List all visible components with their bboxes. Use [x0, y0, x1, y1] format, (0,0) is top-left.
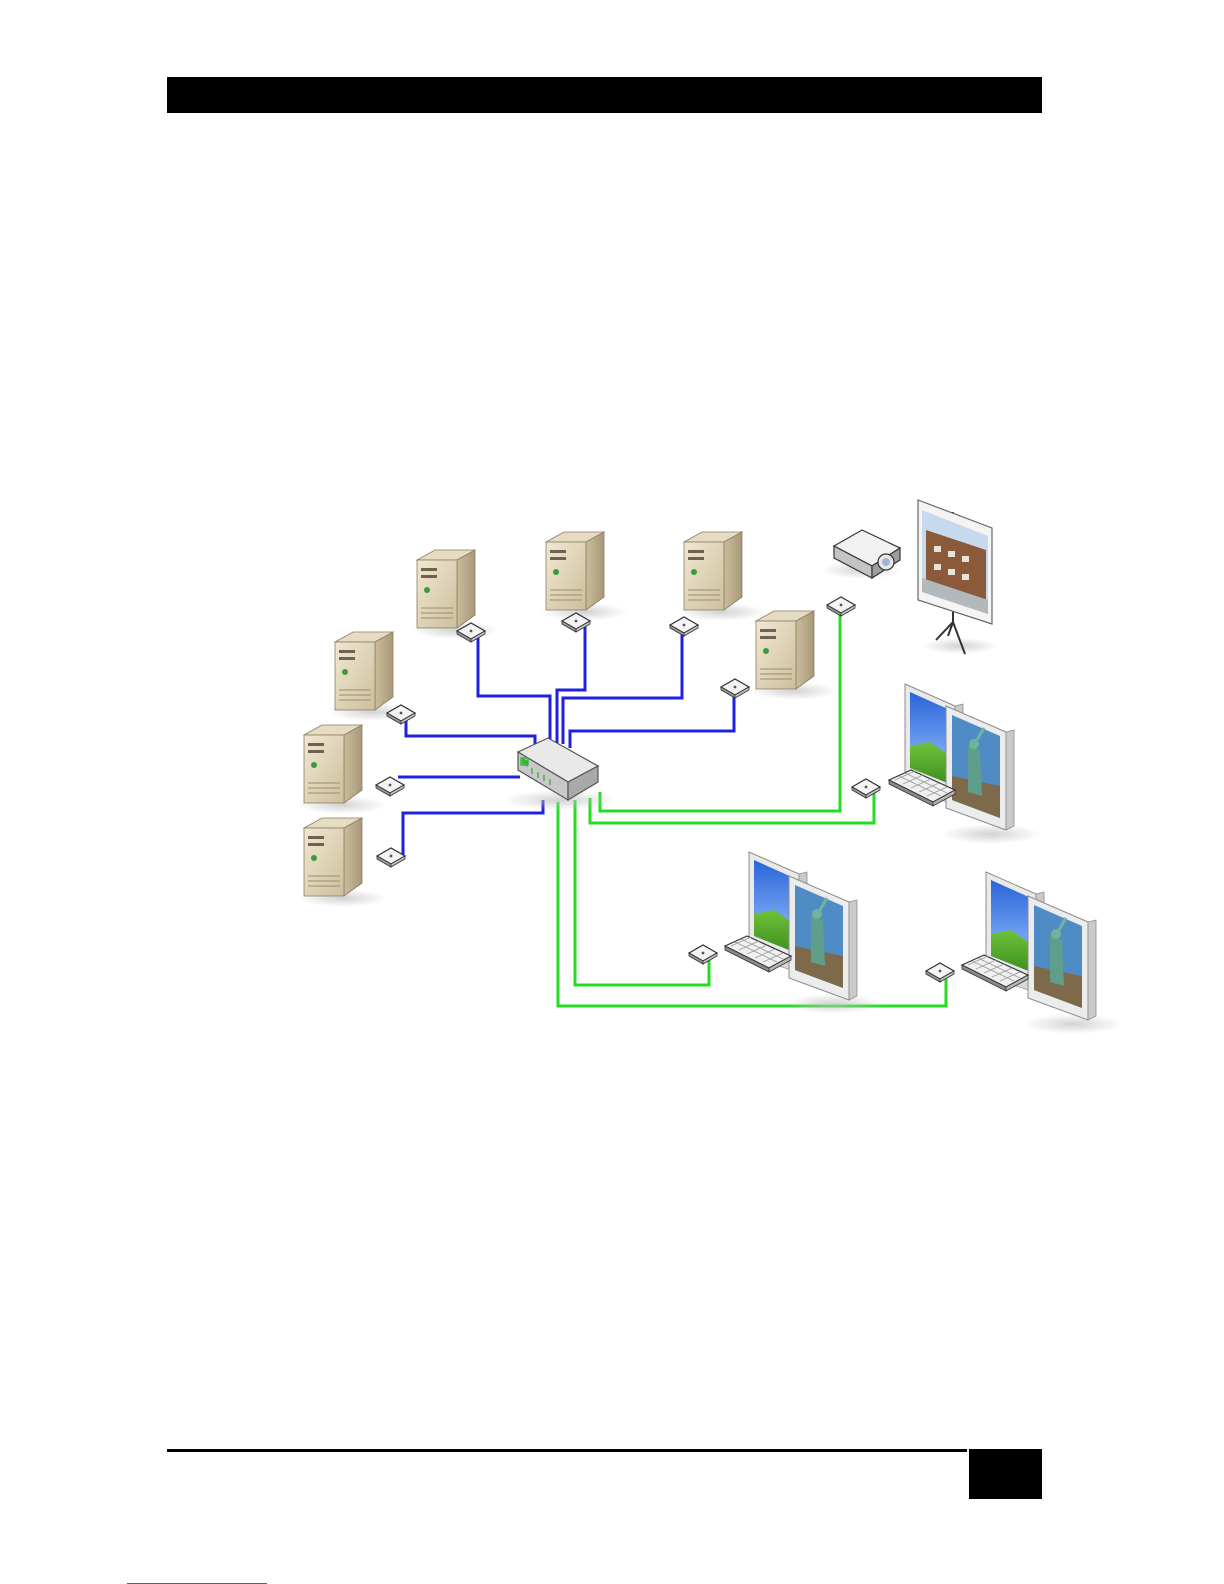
- server-3: [670, 532, 766, 636]
- cable-server-1: [478, 634, 550, 744]
- cable-server-5: [406, 716, 535, 752]
- workstation-1: [852, 684, 1041, 844]
- cable-server-2: [557, 622, 585, 744]
- cable-workstation-2: [575, 800, 709, 985]
- server-6: [298, 725, 404, 814]
- footer-rule: [167, 1449, 967, 1452]
- server-1: [411, 550, 499, 642]
- server-5: [329, 632, 417, 724]
- cable-server-7: [393, 800, 543, 857]
- workstation-3: [926, 872, 1123, 1034]
- cable-server-3: [563, 626, 682, 744]
- kvm-switch: [502, 738, 618, 810]
- cable-workstation-1: [590, 792, 874, 823]
- workstation-2: [689, 852, 884, 1014]
- server-2: [540, 532, 628, 632]
- server-7: [298, 818, 405, 907]
- page-number-box: [969, 1449, 1042, 1499]
- projector-station: [822, 500, 998, 654]
- server-4: [721, 611, 838, 700]
